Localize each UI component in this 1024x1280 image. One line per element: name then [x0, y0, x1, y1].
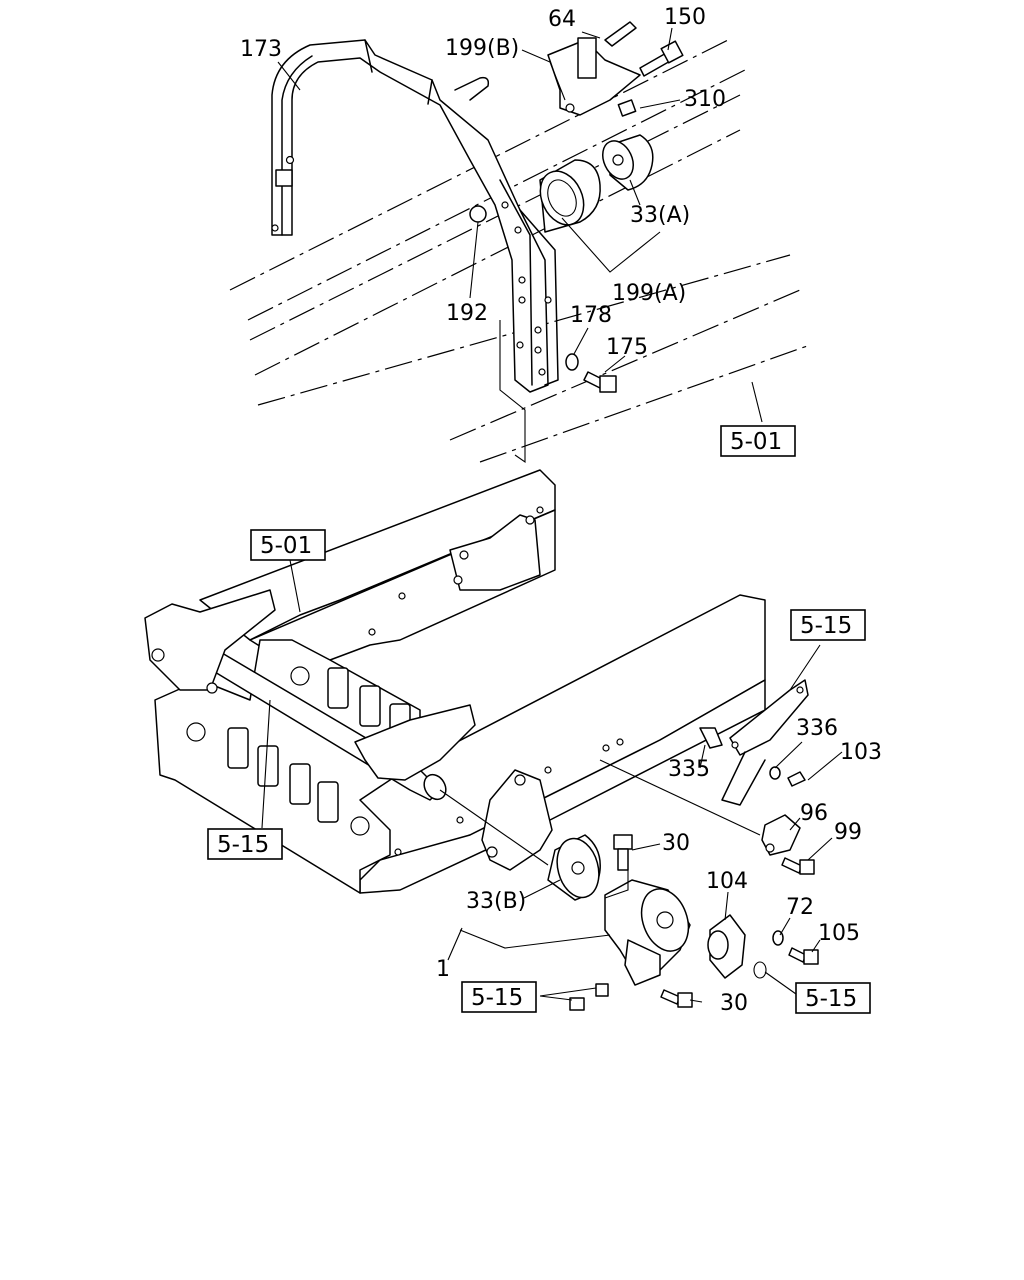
- nut-310: [617, 99, 637, 117]
- washer-336: [769, 766, 781, 780]
- ref-5-15-bottom-left: 5-15: [471, 985, 523, 1011]
- callout-96: 96: [800, 801, 828, 826]
- leader-lines-upper: [277, 27, 763, 464]
- ref-5-15-bottom-right: 5-15: [805, 986, 857, 1012]
- mount-bracket: [481, 769, 553, 871]
- callout-199b: 199(B): [445, 36, 519, 61]
- callout-105: 105: [818, 921, 860, 946]
- callout-99: 99: [834, 820, 862, 845]
- callout-104: 104: [706, 869, 748, 894]
- bushing-33a: [602, 134, 654, 191]
- callout-336: 336: [796, 716, 838, 741]
- callout-labels: 173 199(B) 64 150 310 33(A) 199(A) 192 1…: [240, 5, 882, 1016]
- reference-boxes: 5-01 5-01 5-15 5-15 5-15 5-15: [207, 425, 871, 1014]
- ref-5-01-top: 5-01: [730, 429, 782, 455]
- chassis-frame: [144, 469, 766, 894]
- callout-64: 64: [548, 7, 576, 32]
- rear-bracket-173: [271, 39, 559, 393]
- callout-103: 103: [840, 740, 882, 765]
- ref-5-15-right: 5-15: [800, 613, 852, 639]
- callout-72: 72: [786, 895, 814, 920]
- callout-192: 192: [446, 301, 488, 326]
- callout-150: 150: [664, 5, 706, 30]
- lever-bracket: [721, 679, 809, 806]
- bushing-33b: [547, 834, 601, 901]
- callout-175: 175: [606, 335, 648, 360]
- bolt-150: [639, 40, 684, 77]
- small-bolts: [569, 983, 609, 1011]
- mount-assembly-1: [604, 879, 691, 986]
- callout-30-lower: 30: [720, 991, 748, 1016]
- clip-64: [604, 21, 637, 47]
- callout-199a: 199(A): [612, 281, 686, 306]
- bushing-199a: [539, 159, 601, 233]
- snap-ring: [753, 961, 767, 979]
- bolt-335: [699, 727, 723, 749]
- part-104: [707, 914, 746, 979]
- callout-335: 335: [668, 757, 710, 782]
- callout-33a: 33(A): [630, 203, 690, 228]
- callout-33b: 33(B): [466, 889, 526, 914]
- bolt-30-lower: [660, 989, 693, 1008]
- bolt-30-upper: [613, 834, 633, 871]
- callout-30-upper: 30: [662, 831, 690, 856]
- washer-178: [565, 353, 579, 371]
- callout-173: 173: [240, 37, 282, 62]
- bracket-96: [761, 814, 801, 856]
- leader-lines-lower: [261, 559, 843, 1003]
- callout-310: 310: [684, 87, 726, 112]
- bolt-175: [583, 371, 617, 393]
- bolt-99: [781, 857, 815, 875]
- bolt-105: [788, 947, 819, 965]
- callout-1: 1: [436, 957, 450, 982]
- clamp-199b: [547, 37, 641, 116]
- ref-5-01-left: 5-01: [260, 533, 312, 559]
- ref-5-15-left: 5-15: [217, 832, 269, 858]
- nut-192: [469, 205, 487, 223]
- callout-178: 178: [570, 303, 612, 328]
- clip-103: [787, 771, 806, 787]
